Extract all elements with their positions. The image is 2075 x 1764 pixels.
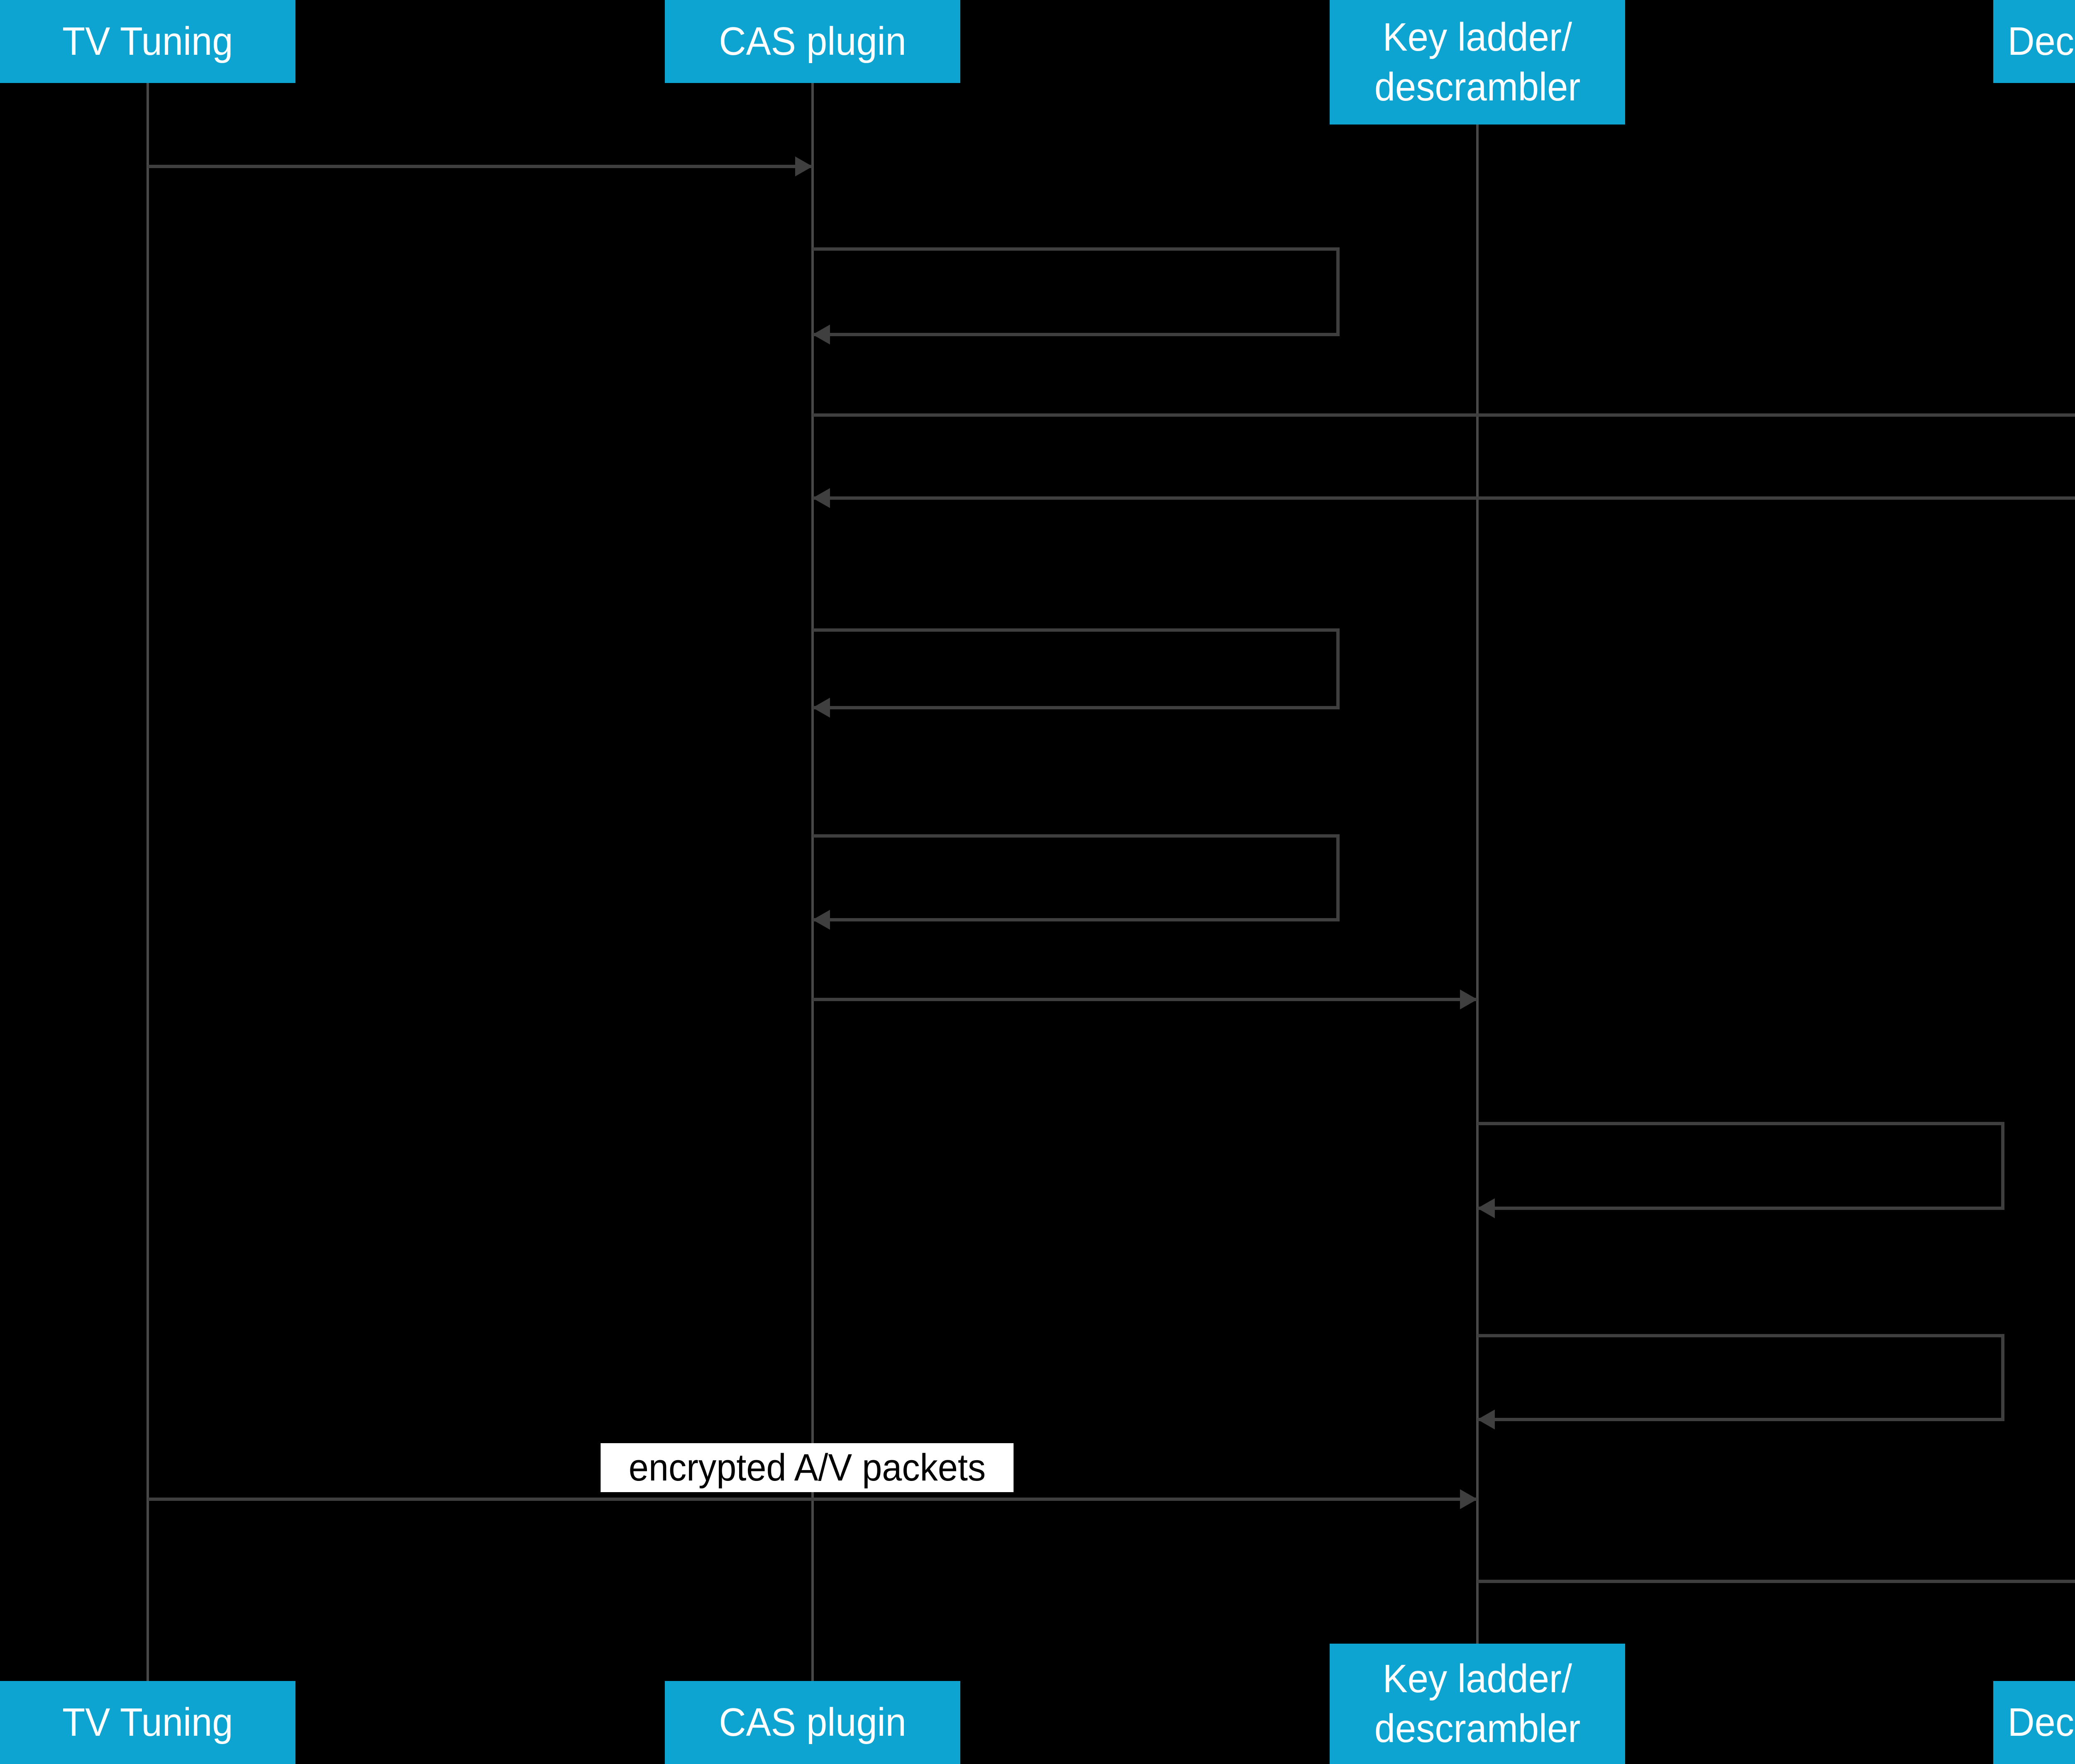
message-line-6 (813, 998, 1477, 1001)
participant-label: Decode, display (2007, 19, 2075, 64)
participant-label: Key ladder/ (1382, 15, 1572, 59)
message-line-2 (813, 413, 2075, 417)
participant-label: TV Tuning (62, 1700, 233, 1744)
participant-bottom-cas-plugin: CAS plugin (665, 1681, 960, 1764)
participant-label: CAS plugin (719, 19, 906, 64)
participant-top-cas-plugin: CAS plugin (665, 0, 960, 83)
participant-bottom-tv-tuning: TV Tuning (0, 1681, 295, 1764)
message-line-9 (148, 1498, 1477, 1501)
message-arrowhead-0 (795, 156, 813, 176)
lifeline-key-ladder-descrambler (1476, 125, 1479, 1644)
participant-top-tv-tuning: TV Tuning (0, 0, 295, 83)
participant-label: CAS plugin (719, 1700, 906, 1744)
message-arrowhead-7 (1477, 1198, 1495, 1218)
participant-bottom-key-ladder-descrambler: Key ladder/descrambler (1330, 1644, 1625, 1764)
self-message-8 (1477, 1334, 2004, 1421)
self-message-1 (813, 247, 1340, 336)
participant-bottom-decode-display: Decode, display (1993, 1681, 2075, 1764)
message-arrowhead-9 (1460, 1489, 1477, 1509)
self-message-7 (1477, 1122, 2004, 1210)
message-label: encrypted A/V packets (601, 1443, 1014, 1492)
participant-label: Key ladder/ (1382, 1656, 1572, 1701)
participant-top-key-ladder-descrambler: Key ladder/descrambler (1330, 0, 1625, 125)
message-arrowhead-1 (813, 325, 830, 344)
self-message-5 (813, 834, 1340, 921)
lifeline-tv-tuning (146, 83, 149, 1681)
message-arrowhead-4 (813, 698, 830, 718)
participant-label: descrambler (1374, 65, 1581, 109)
participant-label: descrambler (1374, 1706, 1581, 1751)
message-label-text: encrypted A/V packets (628, 1446, 986, 1489)
message-arrowhead-5 (813, 910, 830, 930)
participant-label: Decode, display (2007, 1700, 2075, 1744)
message-line-3 (813, 496, 2075, 500)
message-arrowhead-6 (1460, 990, 1477, 1009)
message-line-10 (1477, 1580, 2075, 1583)
message-arrowhead-3 (813, 488, 830, 508)
self-message-4 (813, 628, 1340, 709)
message-line-0 (148, 165, 813, 168)
participant-top-decode-display: Decode, display (1993, 0, 2075, 83)
participant-label: TV Tuning (62, 19, 233, 64)
message-arrowhead-8 (1477, 1410, 1495, 1429)
lifeline-cas-plugin (811, 83, 814, 1681)
